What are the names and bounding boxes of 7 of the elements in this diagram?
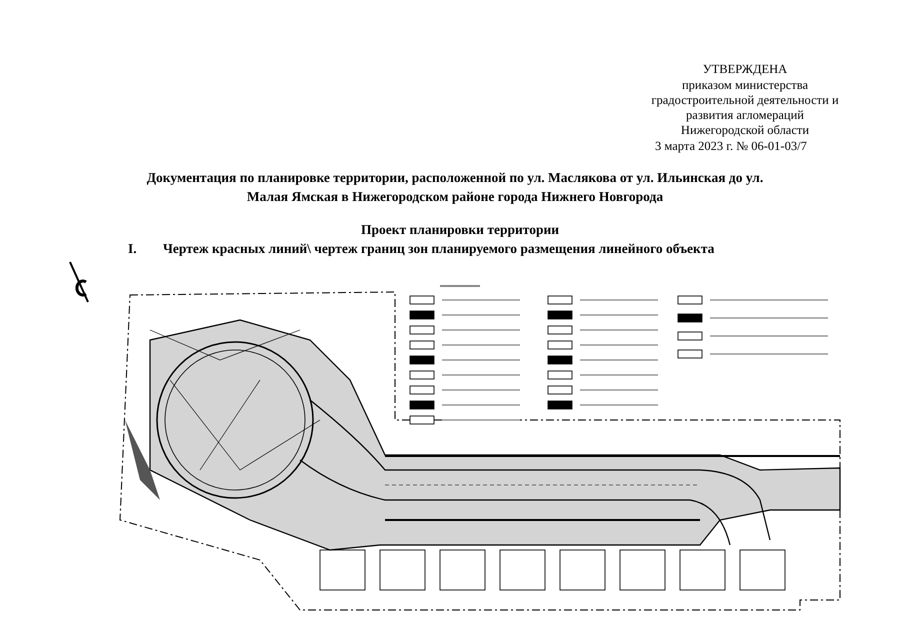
approval-heading: УТВЕРЖДЕНА	[702, 62, 788, 77]
approval-date: 3 марта 2023 г. № 06-01-03/7	[655, 139, 808, 154]
section-number: I.	[128, 241, 137, 257]
project-heading: Проект планировки территории	[360, 222, 560, 238]
section-title: Чертеж красных линий\ чертеж границ зон планируемого размещения линейного объекта	[163, 241, 716, 257]
document-title: Документация по планировке территории, расположенной по ул. Маслякова от ул. Ильинская до ул. Малая Ямская в Нижегородском районе города Нижнего Новгорода	[146, 169, 764, 206]
approval-text: приказом министерства градостроительной деятельности и развития агломераций Нижегородской области	[650, 78, 840, 138]
